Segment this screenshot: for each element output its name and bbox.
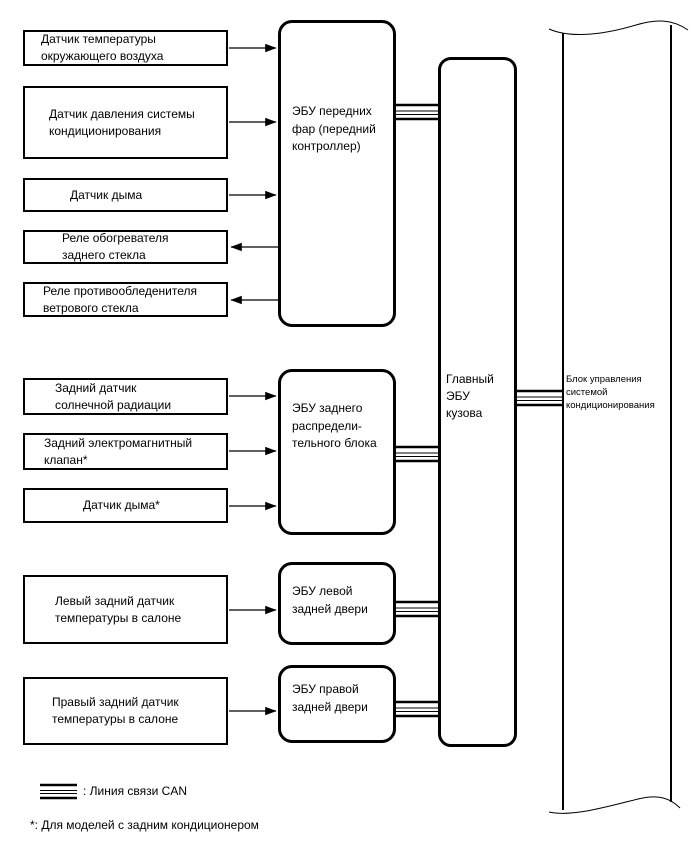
node-rear-junction-ecu: ЭБУ заднего распредели- тельного блока — [278, 369, 396, 535]
node-rear-solenoid-valve: Задний электромагнитный клапан* — [23, 433, 228, 470]
node-label: Правый задний датчик температуры в салон… — [52, 695, 179, 726]
node-smoke-sensor: Датчик дыма — [23, 178, 228, 212]
can-connectors — [396, 103, 562, 718]
can-front-ecu — [396, 103, 438, 121]
node-right-rear-temp-sensor: Правый задний датчик температуры в салон… — [23, 677, 228, 745]
can-main-to-ac — [517, 389, 562, 407]
node-label: Датчик дыма — [70, 187, 143, 202]
node-label: ЭБУ правой задней двери — [292, 682, 368, 714]
can-legend-label: : Линия связи CAN — [83, 784, 188, 798]
node-label: Главный ЭБУ кузова — [446, 372, 494, 420]
can-rear-junction-ecu — [396, 445, 438, 463]
node-label: Задний электромагнитный клапан* — [44, 435, 193, 467]
node-label: Датчик дыма* — [83, 498, 160, 512]
node-label: Реле обогревателя заднего стекла — [62, 231, 169, 262]
node-rear-window-heater-relay: Реле обогревателя заднего стекла — [23, 230, 228, 264]
node-label: Реле противообледенителя ветрового стекл… — [43, 283, 198, 315]
node-label: Левый задний датчик температуры в салоне — [55, 593, 182, 625]
node-left-rear-temp-sensor: Левый задний датчик температуры в салоне — [23, 575, 228, 644]
node-label: ЭБУ заднего распредели- тельного блока — [292, 401, 377, 450]
node-right-rear-door-ecu: ЭБУ правой задней двери — [278, 665, 396, 743]
node-ac-pressure-sensor: Датчик давления системы кондиционировани… — [23, 86, 228, 159]
can-left-door-ecu — [396, 600, 438, 618]
node-label: Датчик давления системы кондиционировани… — [49, 106, 195, 138]
node-label: Задний датчик солнечной радиации — [55, 380, 172, 412]
node-smoke-sensor-rear: Датчик дыма* — [23, 488, 228, 523]
input-arrows — [229, 43, 277, 716]
node-left-rear-door-ecu: ЭБУ левой задней двери — [278, 562, 396, 645]
footnote-text: *: Для моделей с задним кондиционером — [30, 818, 259, 832]
can-right-door-ecu — [396, 700, 438, 718]
node-ambient-temp-sensor: Датчик температуры окружающего воздуха — [23, 30, 228, 66]
node-main-body-ecu: Главный ЭБУ кузова — [438, 57, 517, 747]
torn-edge-top — [548, 20, 689, 36]
node-label: ЭБУ передних фар (передний контроллер) — [292, 104, 376, 153]
torn-edge-bottom — [548, 796, 681, 814]
can-line-symbol — [40, 783, 77, 800]
node-windshield-deicer-relay: Реле противообледенителя ветрового стекл… — [23, 282, 228, 317]
node-front-lights-ecu: ЭБУ передних фар (передний контроллер) — [278, 20, 396, 327]
ac-control-unit-box — [548, 20, 689, 814]
output-arrows — [230, 242, 278, 305]
node-label: Датчик температуры окружающего воздуха — [41, 32, 164, 63]
node-rear-solar-sensor: Задний датчик солнечной радиации — [23, 378, 228, 415]
node-ac-control-unit-label: Блок управления системой кондиционирован… — [566, 374, 655, 411]
node-label: ЭБУ левой задней двери — [292, 584, 368, 616]
